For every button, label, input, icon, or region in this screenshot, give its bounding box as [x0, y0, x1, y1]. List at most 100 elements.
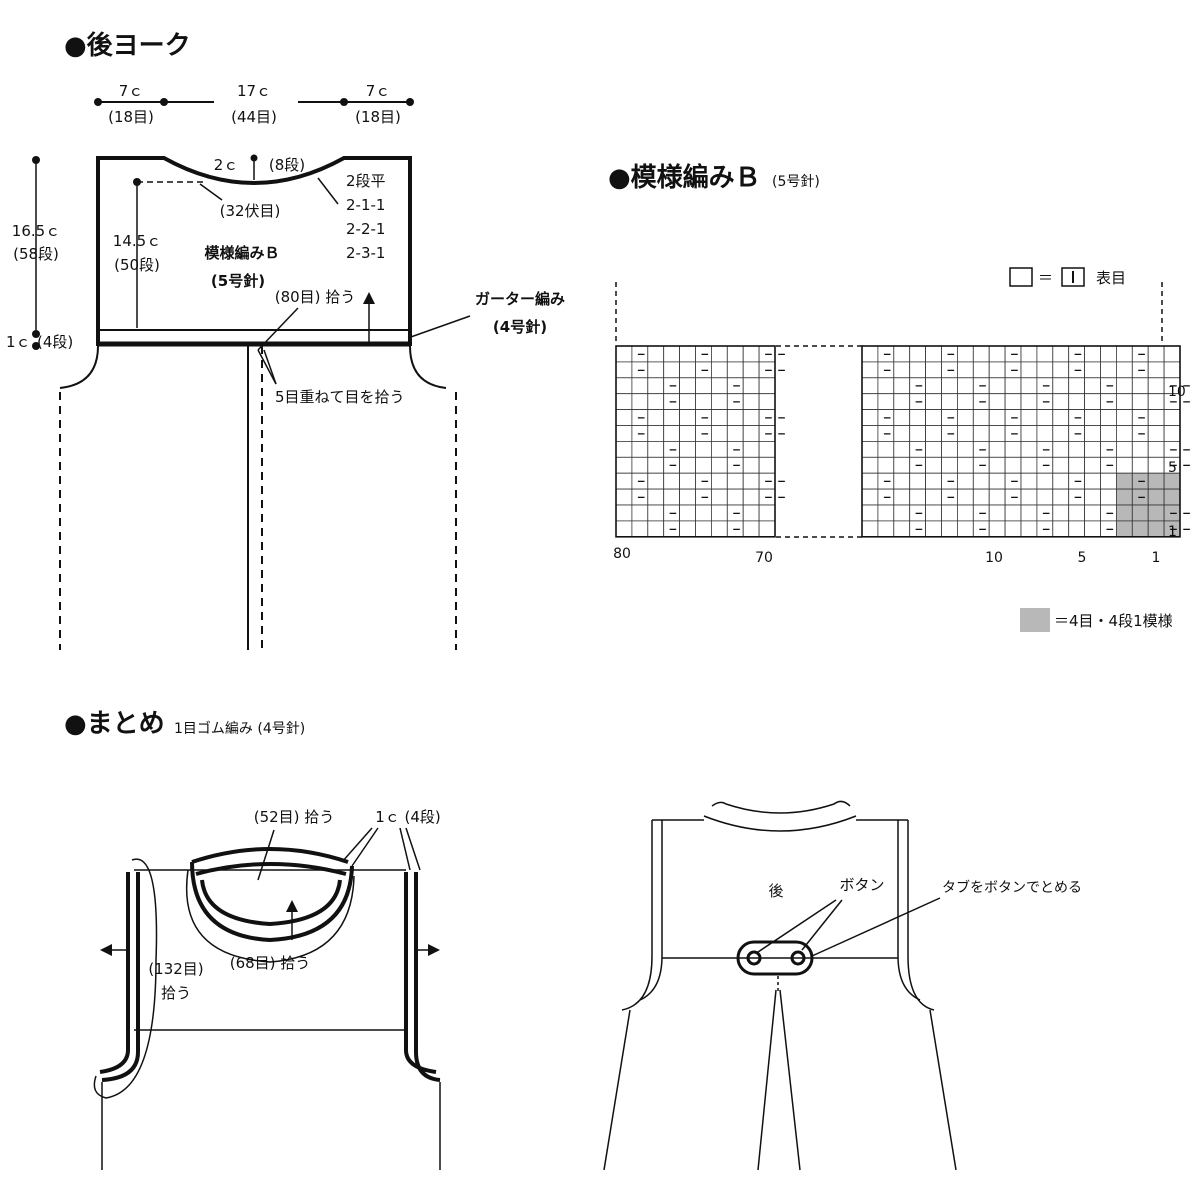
chart-cell: [1131, 393, 1149, 411]
chart-cell: [742, 520, 760, 538]
chart-cell: [1004, 393, 1022, 411]
chart-cell: [1131, 440, 1149, 458]
button-left: [746, 950, 762, 966]
chart-cell: [758, 520, 776, 538]
neck-bind-off: (32伏目): [220, 202, 281, 220]
chart-cell: [861, 409, 879, 426]
chart-cell: [726, 361, 744, 379]
left-band-inner: [101, 872, 140, 1082]
tab-note: タブをボタンでとめる: [942, 879, 1082, 896]
chart-cell: [695, 504, 712, 522]
band-leader-b: [351, 827, 379, 867]
chart-cell: [615, 361, 633, 379]
repeat-note: ＝4目・4段1模様: [1054, 612, 1173, 630]
right-inner-edge: [897, 820, 921, 1001]
x-label-5: 5: [1078, 550, 1087, 566]
chart-cell: [1147, 440, 1165, 458]
chart-cell: [1116, 440, 1133, 458]
chart-cell: [988, 393, 1006, 411]
chart-cell: [1004, 504, 1022, 522]
chart-cell: [941, 520, 958, 538]
chart-cell: [647, 504, 665, 522]
chart-cell: [663, 425, 681, 442]
chart-cell: [893, 472, 911, 490]
chart-cell: [957, 425, 974, 442]
left-band-outer: [99, 872, 130, 1074]
chart-cell: [726, 345, 744, 363]
chart-cell: [711, 409, 728, 426]
button-leader-a: [757, 899, 837, 953]
chart-cell: [1084, 425, 1101, 442]
garter-rows: (4段): [37, 333, 73, 351]
finishing-section: ●まとめ 1目ゴム編み (4号針) (52目) 拾う 1ｃ (4段) (68目)…: [64, 709, 441, 1170]
chart-cell: [647, 456, 665, 474]
chart-cell: [1084, 472, 1101, 490]
chart-cell: [861, 472, 879, 490]
chart-cell: [957, 377, 974, 395]
total-height-rows: (58段): [13, 245, 59, 263]
chart-cell: [711, 488, 728, 506]
chart-cell: [861, 393, 879, 411]
chart-cell: [1052, 456, 1070, 474]
chart-cell: [742, 377, 760, 395]
chart-cell: [1147, 504, 1165, 522]
chart-cell: [679, 393, 696, 411]
chart-cell: [1020, 393, 1038, 411]
chart-cell: [711, 345, 728, 363]
key-equals: ＝: [1038, 269, 1053, 287]
chart-cell: [1052, 440, 1070, 458]
chart-cell: [1147, 520, 1165, 538]
chart-cell: [663, 472, 681, 490]
chart-cell: [861, 361, 879, 379]
chart-cell: [1020, 361, 1038, 379]
chart-cell: [861, 488, 879, 506]
body-height: 14.5ｃ: [113, 232, 161, 250]
y-label-5: 5: [1168, 460, 1177, 476]
chart-cell: [861, 456, 879, 474]
chart-cell: [631, 504, 649, 522]
neck-band-inner: [200, 879, 342, 927]
chart-cell: [695, 440, 712, 458]
chart-cell: [1052, 504, 1070, 522]
chart-cell: [742, 472, 760, 490]
chart-cell: [877, 440, 895, 458]
chart-cell: [1052, 377, 1070, 395]
chart-cell: [615, 440, 633, 458]
chart-cell: [711, 377, 728, 395]
dec-rule-2: 2-1-1: [346, 196, 385, 214]
chart-cell: [957, 440, 974, 458]
neck-band-inner-top: [195, 862, 347, 876]
chart-cell: [1036, 345, 1054, 363]
chart-cell: [631, 520, 649, 538]
chart-cell: [925, 409, 942, 426]
band-leader-c: [399, 827, 411, 871]
neck-outer: [703, 815, 857, 832]
chart-cell: [742, 504, 760, 522]
chart-cell: [1020, 377, 1038, 395]
chart-cell: [1116, 425, 1133, 442]
chart-cell: [988, 488, 1006, 506]
chart-cell: [1084, 377, 1101, 395]
chart-cell: [1036, 472, 1054, 490]
back-slit-right: [779, 989, 801, 1171]
chart-cell: [1084, 345, 1101, 363]
chart-cell: [679, 377, 696, 395]
left-armhole-curve: [59, 345, 99, 389]
inner-pickup-label: (68目) 拾う: [230, 954, 311, 972]
chart-cell: [1004, 440, 1022, 458]
chart-cell: [742, 425, 760, 442]
chart-cell: [1100, 472, 1117, 490]
chart-cell: [679, 488, 696, 506]
chart-cell: [1163, 409, 1181, 426]
x-label-80: 80: [613, 546, 631, 562]
chart-cell: [1020, 409, 1038, 426]
chart-cell: [1147, 361, 1165, 379]
chart-cell: [711, 440, 728, 458]
width-right-stitches: (18目): [355, 108, 401, 126]
tab-leader: [811, 897, 941, 957]
body-height-rows: (50段): [114, 256, 160, 274]
chart-cell: [1147, 472, 1165, 490]
chart-cell: [679, 425, 696, 442]
chart-cell: [861, 504, 879, 522]
chart-cell: [647, 425, 665, 442]
